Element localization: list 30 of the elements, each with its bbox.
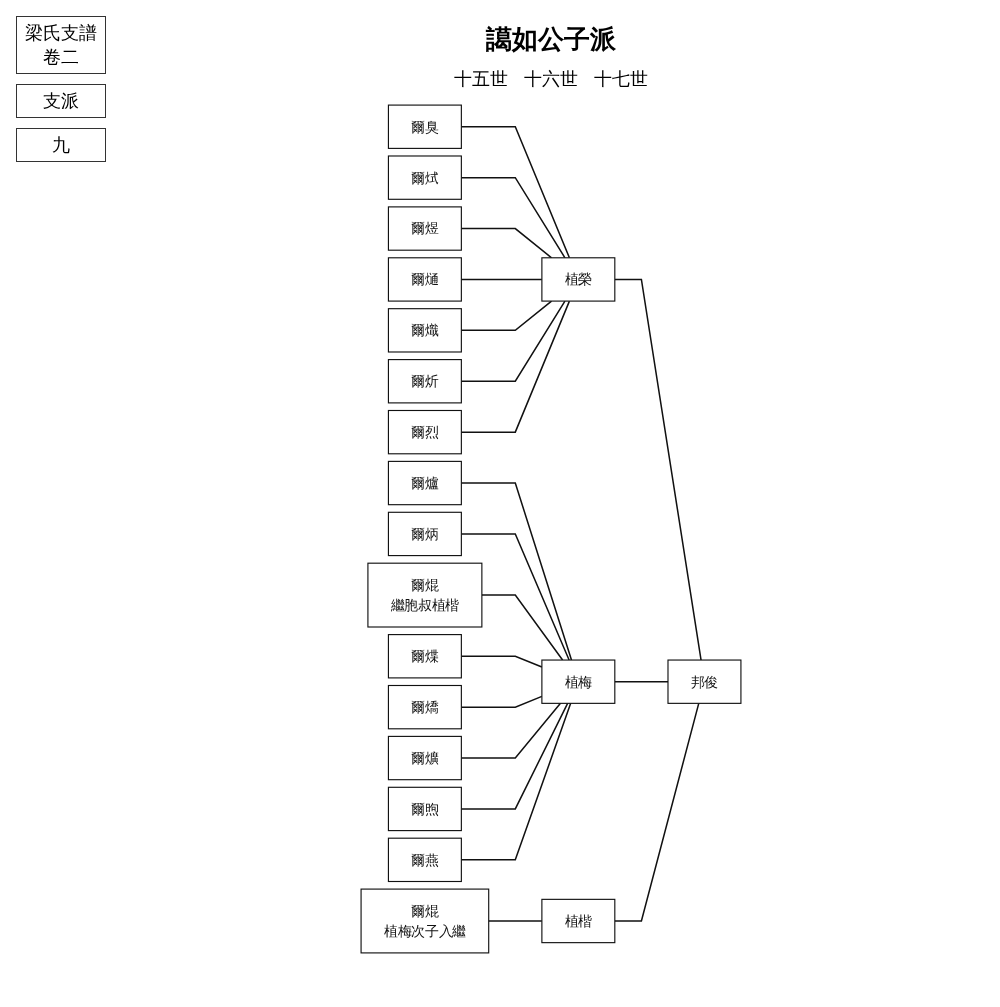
node-box: 植梅 xyxy=(541,659,616,704)
node-box: 爾煜 xyxy=(387,206,462,251)
connector xyxy=(481,594,564,661)
node-box: 爾煦 xyxy=(387,786,462,832)
generation-label: 十六世 xyxy=(524,67,578,91)
node-box: 植榮 xyxy=(541,257,616,302)
node-box: 爾焜 繼胞叔植楷 xyxy=(367,562,483,628)
generation-label: 十七世 xyxy=(594,67,648,91)
node-box: 爾炳 xyxy=(387,511,462,557)
node-box: 爾爌 xyxy=(387,735,462,781)
node-box: 爾燆 xyxy=(387,684,462,730)
node-box: 植楷 xyxy=(541,898,616,944)
node-box: 爾燕 xyxy=(387,837,462,883)
node-box: 爾烒 xyxy=(387,155,462,200)
heading: 譪如公子派 xyxy=(484,23,617,56)
node-box: 爾臭 xyxy=(387,104,462,149)
node-box: 爾煠 xyxy=(387,634,462,679)
node-box: 爾烈 xyxy=(387,409,462,455)
connector xyxy=(614,278,702,661)
node-box: 爾熾 xyxy=(387,308,462,353)
margin-label: 梁氏支譜卷二 xyxy=(16,16,106,74)
node-box: 爾爐 xyxy=(387,460,462,506)
node-box: 爾炘 xyxy=(387,359,462,404)
margin-label: 九 xyxy=(16,128,106,162)
node-box: 爾焜 植梅次子入繼 xyxy=(360,888,490,954)
node-box: 爾熥 xyxy=(387,257,462,302)
generation-label: 十五世 xyxy=(454,67,508,91)
connector xyxy=(614,702,700,922)
node-box: 邦俊 xyxy=(667,659,742,704)
margin-label: 支派 xyxy=(16,84,106,118)
